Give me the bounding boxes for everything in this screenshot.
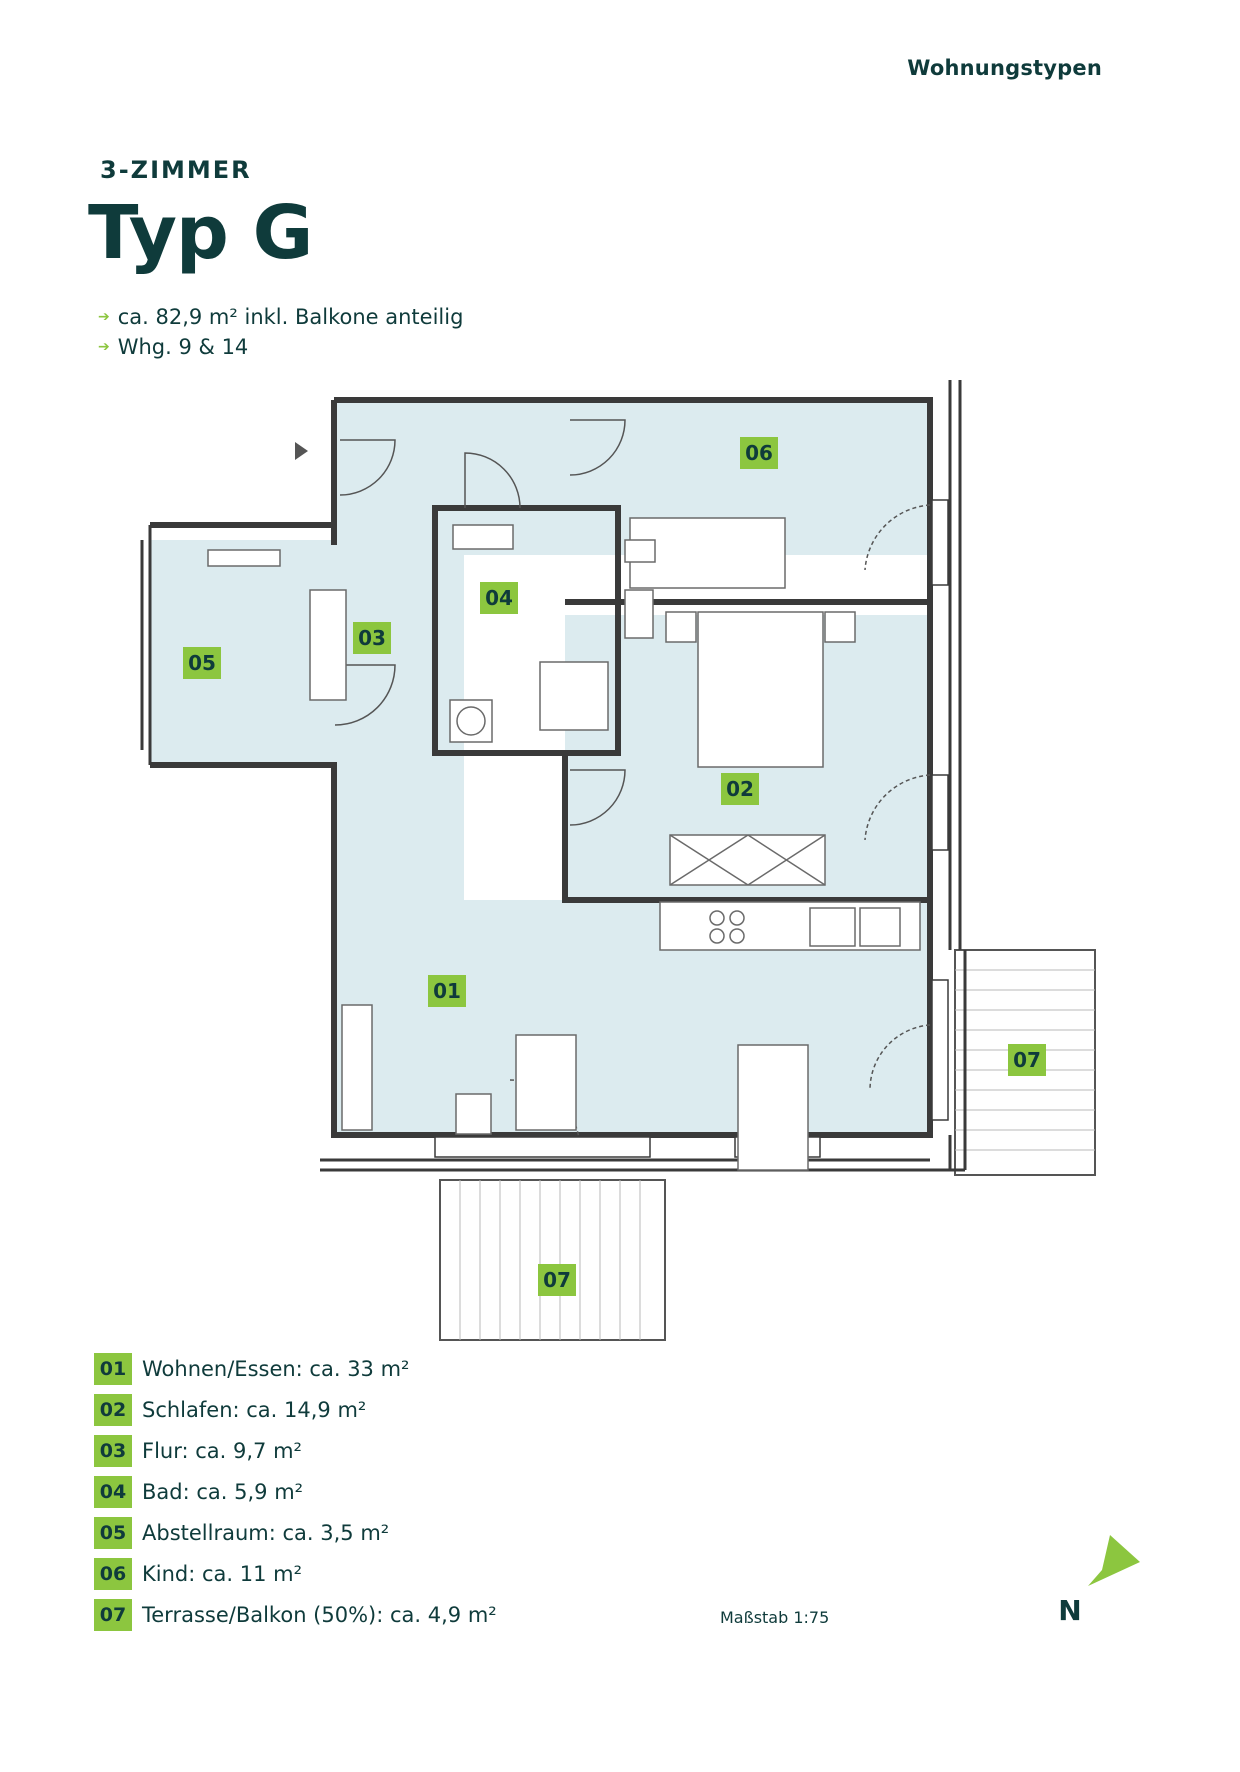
fact-units-text: Whg. 9 & 14 — [117, 335, 249, 359]
apartment-type-title: Typ G — [88, 190, 313, 276]
legend-number: 03 — [94, 1435, 132, 1467]
north-arrow-icon — [1088, 1535, 1140, 1586]
legend-item: 07 Terrasse/Balkon (50%): ca. 4,9 m² — [94, 1597, 497, 1633]
legend-number: 01 — [94, 1353, 132, 1385]
legend-item: 04 Bad: ca. 5,9 m² — [94, 1474, 497, 1510]
section-title: Wohnungstypen — [907, 56, 1102, 80]
fact-area-text: ca. 82,9 m² inkl. Balkone anteilig — [117, 305, 464, 329]
room-tag-04: 04 — [485, 586, 513, 610]
room-tag-06: 06 — [745, 441, 773, 465]
room-tag-07-balcony-right: 07 — [1013, 1048, 1041, 1072]
legend-item: 06 Kind: ca. 11 m² — [94, 1556, 497, 1592]
outer-lines — [140, 380, 967, 1172]
room-count-kicker: 3-ZIMMER — [100, 156, 252, 184]
fact-area: ➔ ca. 82,9 m² inkl. Balkone anteilig — [98, 302, 463, 332]
doors — [334, 419, 931, 1151]
arrow-right-icon: ➔ — [98, 309, 110, 325]
legend-label: Bad: ca. 5,9 m² — [142, 1480, 304, 1504]
room-tag-02: 02 — [726, 777, 754, 801]
north-indicator: N — [1058, 1535, 1140, 1627]
legend-label: Wohnen/Essen: ca. 33 m² — [142, 1357, 410, 1381]
legend-item: 02 Schlafen: ca. 14,9 m² — [94, 1392, 497, 1428]
legend-number: 06 — [94, 1558, 132, 1590]
legend-label: Flur: ca. 9,7 m² — [142, 1439, 302, 1463]
room-tag-07-balcony-bottom: 07 — [543, 1268, 571, 1292]
room-legend: 01 Wohnen/Essen: ca. 33 m² 02 Schlafen: … — [94, 1351, 497, 1638]
furniture — [207, 517, 921, 1171]
room-tag-05: 05 — [188, 651, 216, 675]
legend-item: 05 Abstellraum: ca. 3,5 m² — [94, 1515, 497, 1551]
legend-label: Schlafen: ca. 14,9 m² — [142, 1398, 367, 1422]
legend-label: Abstellraum: ca. 3,5 m² — [142, 1521, 390, 1545]
legend-label: Terrasse/Balkon (50%): ca. 4,9 m² — [142, 1603, 497, 1627]
fact-units: ➔ Whg. 9 & 14 — [98, 332, 463, 362]
legend-number: 05 — [94, 1517, 132, 1549]
legend-item: 03 Flur: ca. 9,7 m² — [94, 1433, 497, 1469]
arrow-right-icon: ➔ — [98, 339, 110, 355]
north-label: N — [1058, 1594, 1081, 1627]
entrance-arrow-icon — [295, 442, 308, 460]
apartment-facts: ➔ ca. 82,9 m² inkl. Balkone anteilig ➔ W… — [98, 302, 463, 362]
legend-label: Kind: ca. 11 m² — [142, 1562, 303, 1586]
legend-item: 01 Wohnen/Essen: ca. 33 m² — [94, 1351, 497, 1387]
room-tag-03: 03 — [358, 626, 386, 650]
legend-number: 07 — [94, 1599, 132, 1631]
room-tag-01: 01 — [433, 979, 461, 1003]
balcony-bottom — [439, 1179, 666, 1341]
room-tags: 01 02 03 04 05 06 07 07 — [183, 437, 1046, 1296]
walls — [150, 397, 933, 1138]
scale-label: Maßstab 1:75 — [720, 1608, 830, 1627]
floor-plan: 01 02 03 04 05 06 07 07 — [140, 380, 1096, 1341]
legend-number: 02 — [94, 1394, 132, 1426]
legend-number: 04 — [94, 1476, 132, 1508]
